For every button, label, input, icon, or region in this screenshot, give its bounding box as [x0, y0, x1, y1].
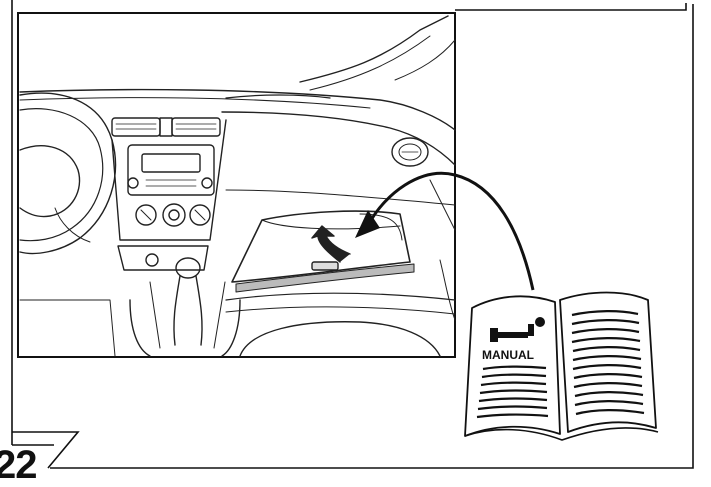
manual-label: MANUAL — [482, 348, 534, 362]
manual-book-icon: MANUAL — [465, 293, 658, 441]
page-number: 22 — [0, 445, 37, 485]
manual-page: MANUAL — [0, 0, 711, 477]
illustration-frame — [18, 13, 455, 357]
